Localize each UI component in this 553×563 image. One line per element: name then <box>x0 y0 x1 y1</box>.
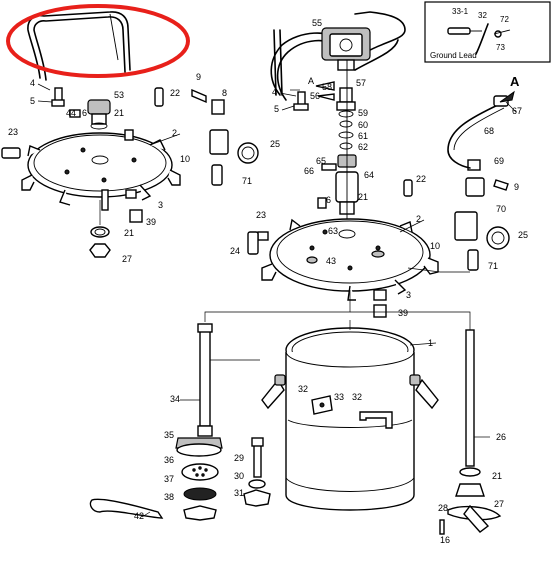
label-57: 57 <box>356 78 366 88</box>
arrow-a-icon <box>499 90 515 103</box>
label-60: 60 <box>358 120 368 130</box>
inset-label-32: 32 <box>478 11 487 20</box>
label-44: 44 <box>66 108 76 118</box>
label-2b: 2 <box>416 214 421 224</box>
label-67: 67 <box>512 106 522 116</box>
label-55: 55 <box>312 18 322 28</box>
label-10a: 10 <box>180 154 190 164</box>
label-23b: 23 <box>256 210 266 220</box>
label-35: 35 <box>164 430 174 440</box>
label-69: 69 <box>494 156 504 166</box>
label-16: 16 <box>440 535 450 545</box>
label-4a: 4 <box>30 78 35 88</box>
inset-label-33-1: 33-1 <box>452 7 469 16</box>
label-25b: 25 <box>518 230 528 240</box>
parts-bottom-left <box>89 323 271 521</box>
highlight-ellipse <box>6 4 190 78</box>
label-37: 37 <box>164 474 174 484</box>
inset-label-72: 72 <box>500 15 509 24</box>
label-26: 26 <box>496 432 506 442</box>
label-64: 64 <box>364 170 374 180</box>
label-leaders <box>37 83 517 518</box>
label-65: 65 <box>316 156 326 166</box>
arrow-a-label-top: A <box>510 74 520 89</box>
part-labels: 1 2 2 3 3 4 4 5 5 6 6 8 9 9 10 10 16 21 … <box>8 18 528 545</box>
label-2a: 2 <box>172 128 177 138</box>
label-1: 1 <box>428 338 433 348</box>
label-24: 24 <box>230 246 240 256</box>
label-22a: 22 <box>170 88 180 98</box>
ground-lead-inset: 33-1 32 72 73 Ground Lead <box>424 1 551 63</box>
label-36: 36 <box>164 455 174 465</box>
label-32a: 32 <box>298 384 308 394</box>
inset-caption: Ground Lead <box>430 51 477 60</box>
lid-left <box>21 132 181 206</box>
inset-label-73: 73 <box>496 43 505 52</box>
agitator-shaft-parts <box>315 60 359 220</box>
lid-right <box>261 218 439 301</box>
label-6b: 6 <box>326 195 331 205</box>
label-8: 8 <box>222 88 227 98</box>
label-21b: 21 <box>124 228 134 238</box>
label-21a: 21 <box>114 108 124 118</box>
label-4b: 4 <box>272 87 277 97</box>
parts-bottom-right <box>439 329 502 535</box>
label-39b: 39 <box>398 308 408 318</box>
label-23a: 23 <box>8 127 18 137</box>
label-27b: 27 <box>494 499 504 509</box>
label-21d: 21 <box>492 471 502 481</box>
label-33: 33 <box>334 392 344 402</box>
label-34: 34 <box>170 394 180 404</box>
label-71b: 71 <box>488 261 498 271</box>
label-59: 59 <box>358 108 368 118</box>
label-28: 28 <box>438 503 448 513</box>
label-58: 58 <box>322 82 332 92</box>
label-70: 70 <box>496 204 506 214</box>
label-10b: 10 <box>430 241 440 251</box>
label-3b: 3 <box>406 290 411 300</box>
label-3a: 3 <box>158 200 163 210</box>
label-9b: 9 <box>514 182 519 192</box>
label-63: 63 <box>328 226 338 236</box>
label-25a: 25 <box>270 139 280 149</box>
arrow-a-label-mid: A <box>308 76 314 86</box>
parts-right <box>247 91 510 318</box>
label-5b: 5 <box>274 104 279 114</box>
label-21c: 21 <box>358 192 368 202</box>
label-9a: 9 <box>196 72 201 82</box>
label-5a: 5 <box>30 96 35 106</box>
label-56: 56 <box>310 91 320 101</box>
label-61: 61 <box>358 131 368 141</box>
label-31: 31 <box>234 488 244 498</box>
label-66: 66 <box>304 166 314 176</box>
label-68: 68 <box>484 126 494 136</box>
label-42: 42 <box>134 511 144 521</box>
label-32b: 32 <box>352 392 362 402</box>
label-62: 62 <box>358 142 368 152</box>
label-38: 38 <box>164 492 174 502</box>
parts-left <box>1 87 259 258</box>
label-6a: 6 <box>82 108 87 118</box>
label-71a: 71 <box>242 176 252 186</box>
label-53: 53 <box>114 90 124 100</box>
label-29: 29 <box>234 453 244 463</box>
label-22b: 22 <box>416 174 426 184</box>
label-39a: 39 <box>146 217 156 227</box>
label-30: 30 <box>234 471 244 481</box>
agitator-motor <box>321 27 371 71</box>
label-43: 43 <box>326 256 336 266</box>
pressure-pot <box>261 327 439 511</box>
label-27a: 27 <box>122 254 132 264</box>
